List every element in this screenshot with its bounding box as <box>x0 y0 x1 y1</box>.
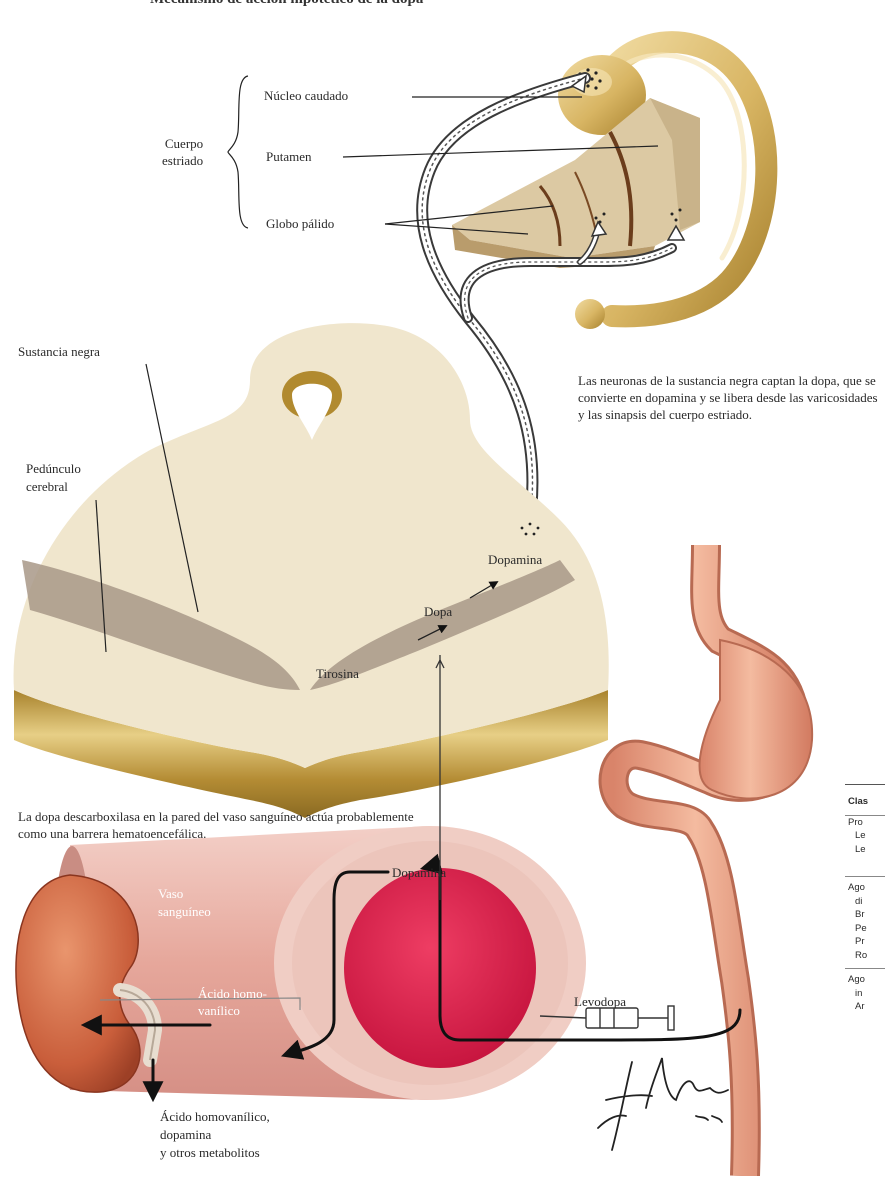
label-vaso-sanguineo: Vaso sanguíneo <box>158 885 211 921</box>
striatum-illustration <box>452 42 766 329</box>
table-cell: Ago <box>845 973 885 987</box>
label-dopa: Dopa <box>424 604 452 620</box>
table-group: Ago di Br Pe Pr Ro <box>845 876 885 962</box>
signature <box>598 1058 728 1150</box>
table-group: Pro Le Le <box>845 816 885 857</box>
label-nucleo-caudado: Núcleo caudado <box>264 88 348 104</box>
table-header: Clas <box>845 785 885 816</box>
table-cell: Pe <box>845 922 885 936</box>
table-cell: Pro <box>845 816 885 830</box>
table-cell: Ar <box>845 1000 885 1014</box>
label-excretion-metabolites: Ácido homovanílico, dopamina y otros met… <box>160 1108 270 1162</box>
label-pedunculo-cerebral: Pedúnculo cerebral <box>26 460 81 496</box>
label-dopamina-brain: Dopamina <box>488 552 542 568</box>
label-levodopa: Levodopa <box>574 994 626 1010</box>
table-group: Ago in Ar <box>845 968 885 1014</box>
figure-title-fragment: Mecanismo de acción hipotético de la dop… <box>150 0 423 8</box>
gastrointestinal-tract <box>614 545 813 1176</box>
table-cell: Le <box>845 829 885 843</box>
caption-decarboxylase: La dopa descarboxilasa en la pared del v… <box>18 808 438 842</box>
label-tirosina: Tirosina <box>316 666 359 682</box>
table-cell: Br <box>845 908 885 922</box>
label-sustancia-negra: Sustancia negra <box>18 344 100 360</box>
table-cell: di <box>845 895 885 909</box>
label-dopamina-vessel: Dopamina <box>392 865 446 881</box>
table-cell: Le <box>845 843 885 857</box>
table-cell: Ago <box>845 881 885 895</box>
caption-neurons: Las neuronas de la sustancia negra capta… <box>578 372 878 423</box>
label-acido-homovanilico: Ácido homo- vanílico <box>198 985 267 1019</box>
label-globo-palido: Globo pálido <box>266 216 334 232</box>
label-putamen: Putamen <box>266 149 312 165</box>
table-cell: in <box>845 987 885 1001</box>
label-cuerpo-estriado: Cuerpo estriado <box>162 135 203 169</box>
table-cell: Pr <box>845 935 885 949</box>
drug-class-table-fragment: Clas Pro Le Le Ago di Br Pe Pr Ro Ago in… <box>845 784 885 1177</box>
table-cell: Ro <box>845 949 885 963</box>
